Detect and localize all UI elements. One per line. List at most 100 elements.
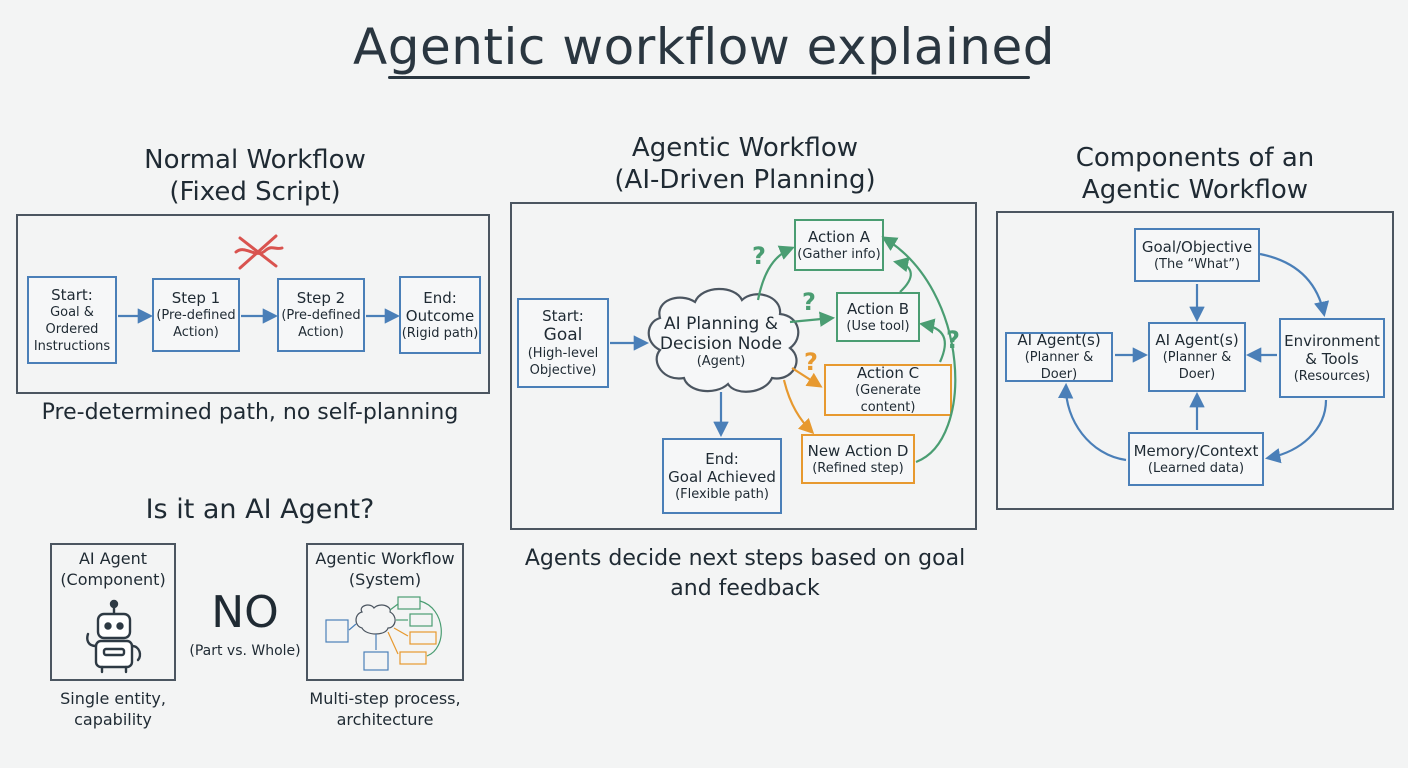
normal-end-line2: Outcome [405,306,475,325]
action-d-line2: (Refined step) [812,460,904,476]
normal-end-line1: End: [423,288,457,307]
ai-planning-cloud [647,287,800,393]
environment-tools-box: Environment & Tools (Resources) [1279,318,1385,398]
agentic-end-line2: Goal Achieved [668,467,776,486]
no-answer: NO [211,587,279,638]
agentic-workflow-system-label: Agentic Workflow (System) [306,548,464,590]
memory-context-box: Memory/Context (Learned data) [1128,432,1264,486]
arrow-environment-memory [1264,399,1328,464]
mini-workflow-diagram [325,596,442,671]
agent-left-line2: (Planner & Doer) [1024,350,1094,382]
agent-center-line2: (Planner & [1162,350,1232,365]
ai-agent-caption-line1: Single entity, [60,689,166,708]
normal-heading-line1: Normal Workflow [144,145,366,175]
memory-line2: (Learned data) [1147,460,1245,476]
goal-line1: Goal/Objective [1141,237,1253,256]
question-mark-b: ? [802,288,816,316]
components-heading-line1: Components of an [1075,143,1315,173]
arrow-cloud-action-b [789,311,836,327]
agentic-caption-line2: and feedback [670,576,820,601]
ai-agent-component-label: AI Agent (Component) [50,548,176,590]
agentic-start-line1: Start: [542,307,584,325]
agentic-heading-line2: (AI-Driven Planning) [614,165,876,195]
normal-end-line3: (Rigid path) [401,325,479,341]
cloud-line2: Decision Node [659,334,783,354]
agentic-caption: Agents decide next steps based on goal a… [520,544,970,604]
normal-workflow-frame [16,214,490,394]
components-heading-line2: Agentic Workflow [1081,175,1309,205]
red-cross-icon [234,234,284,270]
arrow-memory-agentleft [1057,382,1127,462]
action-d-line1: New Action D [807,441,909,460]
agent-center-line3: Doer) [1178,367,1216,382]
ai-agent-caption: Single entity, capability [40,688,186,730]
part-vs-whole: (Part vs. Whole) [189,643,301,659]
arrow-b-to-a [892,257,912,293]
arrow-cloud-action-c [791,367,823,388]
system-caption-line2: architecture [336,710,434,729]
normal-end-box: End: Outcome (Rigid path) [399,276,481,354]
ai-agent-label-line2: (Component) [60,570,166,589]
normal-caption: Pre-determined path, no self-planning [41,400,459,425]
normal-step2-box: Step 2 (Pre-defined Action) [277,278,365,352]
agentic-end-line3: (Flexible path) [675,486,769,502]
question-mark-d: ? [946,326,960,354]
agentic-heading-line1: Agentic Workflow [631,133,859,163]
cloud-line3: (Agent) [696,354,746,369]
agentic-workflow-system-box [306,543,464,681]
normal-start-line3: Ordered [45,321,99,337]
normal-start-line1: Start: [51,285,93,304]
agentic-end-box: End: Goal Achieved (Flexible path) [662,438,782,514]
environment-line1: Environment [1284,331,1380,350]
page-title: Agentic workflow explained [353,18,1055,76]
system-caption-line1: Multi-step process, [309,689,461,708]
normal-start-box: Start: Goal & Ordered Instructions [27,276,117,364]
agent-left-box: AI Agent(s) (Planner & Doer) [1005,331,1113,382]
normal-step2-line2: (Pre-defined [281,308,361,323]
system-label-line1: Agentic Workflow [315,549,455,568]
agentic-caption-line1: Agents decide next steps based on goal [524,546,966,571]
normal-step1-line2: (Pre-defined [156,308,236,323]
memory-line1: Memory/Context [1133,441,1259,460]
robot-icon [86,599,142,674]
goal-objective-box: Goal/Objective (The “What”) [1134,228,1260,282]
agentic-start-line4: Objective) [529,363,597,378]
system-label-line2: (System) [348,570,422,589]
action-a-line1: Action A [807,227,870,246]
environment-line3: (Resources) [1293,368,1371,384]
normal-step1-box: Step 1 (Pre-defined Action) [152,278,240,352]
ai-planning-cloud-label: AI Planning & Decision Node (Agent) [648,314,794,370]
environment-line2: & Tools [1305,349,1359,368]
goal-line2: (The “What”) [1153,256,1241,272]
agent-left-line1: AI Agent(s) [1017,331,1101,349]
arrow-c-to-b [918,318,946,363]
agentic-start-box: Start: Goal (High-level Objective) [517,298,609,388]
normal-step1-line1: Step 1 [171,289,221,307]
cloud-line1: AI Planning & [664,314,778,334]
normal-workflow-heading: Normal Workflow (Fixed Script) [100,144,410,208]
agentic-start-line3: (High-level [527,346,599,361]
action-b-line1: Action B [846,299,910,318]
agent-center-line1: AI Agent(s) [1155,331,1239,349]
ai-agent-label-line1: AI Agent [78,549,148,568]
arrow-cloud-action-d [782,379,815,435]
ai-agent-caption-line2: capability [74,710,152,729]
title-underline [388,76,1030,79]
normal-start-line2: Goal & [50,304,94,320]
action-c-line2: (Generate content) [855,383,921,415]
agent-center-box: AI Agent(s) (Planner & Doer) [1148,322,1246,392]
normal-heading-line2: (Fixed Script) [169,177,341,207]
action-c-box: Action C (Generate content) [824,364,952,416]
agentic-start-line2: Goal [543,325,583,345]
system-caption: Multi-step process, architecture [296,688,474,730]
components-heading: Components of an Agentic Workflow [1040,142,1350,206]
agentic-workflow-heading: Agentic Workflow (AI-Driven Planning) [570,132,920,196]
arrow-d-to-a [881,236,957,464]
agentic-end-line1: End: [705,449,739,468]
action-b-box: Action B (Use tool) [836,292,920,342]
question-mark-a: ? [752,242,766,270]
action-c-line1: Action C [856,364,920,382]
normal-start-line4: Instructions [33,338,111,354]
normal-step1-line3: Action) [173,325,219,340]
